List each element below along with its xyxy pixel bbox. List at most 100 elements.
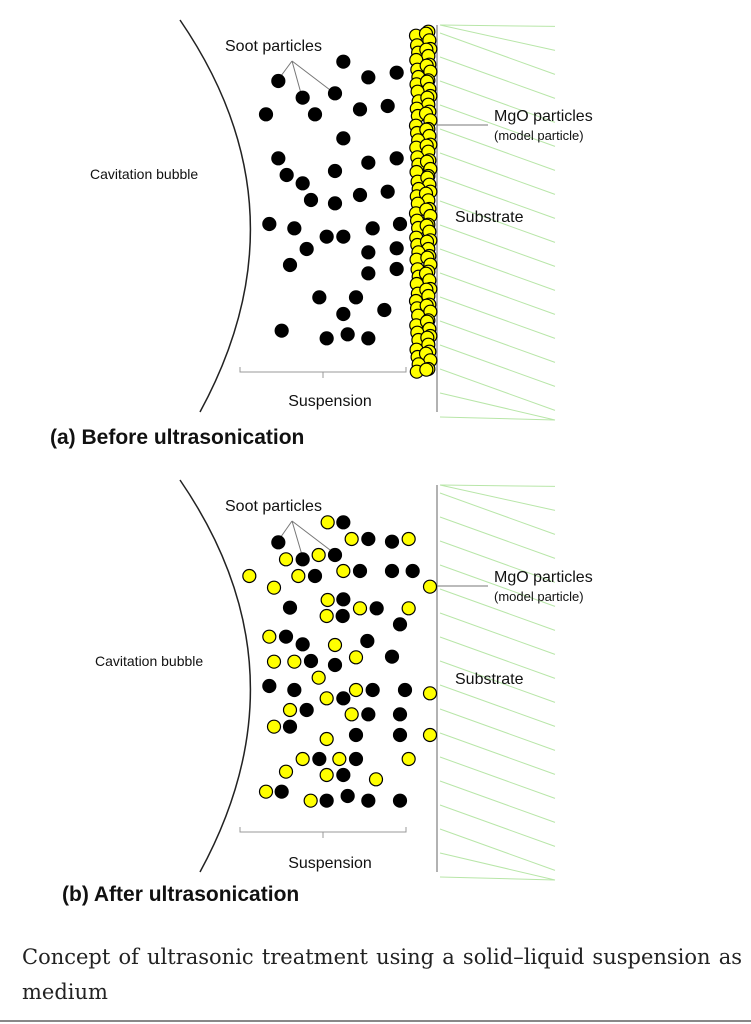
hatch-line [439,484,556,511]
hatch-line [439,344,556,387]
soot-particle [380,184,395,199]
hatch-line [439,732,556,775]
soot-particle [392,707,408,722]
soot-particle [271,151,286,166]
substrate-hatch [439,24,556,421]
soot-particle [380,98,395,114]
soot-particle [319,229,334,244]
soot-particle [262,678,277,694]
soot-particle [361,793,376,808]
soot-particle [295,637,310,652]
mgo-particle [282,702,298,718]
mgo-particle [422,727,438,743]
soot-particle [361,331,376,346]
soot-particle [361,155,376,170]
hatch-line [439,296,556,339]
soot-particle [336,229,351,244]
soot-particle [392,793,408,808]
panel-after: Soot particles MgO particles (model part… [62,479,593,906]
soot-particle [352,187,368,203]
hatch-line [439,828,556,871]
soot-particle [303,192,319,208]
bubble-label: Cavitation bubble [95,653,203,669]
soot-particle [327,657,343,673]
hatch-line [439,756,556,799]
hatch-line [439,128,556,171]
soot-particle [384,649,400,664]
soot-particle [352,102,368,117]
soot-particle [405,563,420,579]
soot-particle [279,167,294,183]
soot-particle [392,216,408,232]
soot-particle [392,727,408,743]
hatch-line [439,104,556,147]
suspension-label: Suspension [288,393,372,410]
soot-particle [319,331,334,346]
mgo-particle [348,650,364,665]
mgo-particle [320,515,335,530]
soot-particle [295,90,310,105]
hatch-line [439,780,556,823]
mgo-particle [287,654,302,669]
mgo-particle [419,362,434,377]
mgo-particle [319,767,334,783]
hatch-line [439,320,556,363]
soot-particle [312,290,327,305]
hatch-line [439,492,556,535]
substrate-label: Substrate [455,209,524,226]
mgo-particle [278,764,294,779]
substrate-label: Substrate [455,671,524,688]
soot-particle [336,306,351,322]
soot-particle [299,702,314,718]
soot-particle [271,73,286,89]
soot-particle [271,535,286,550]
hatch-line [439,80,556,123]
soot-particle [389,65,404,80]
soot-particle [340,788,355,804]
soot-particle [365,221,380,236]
mgo-particle [266,654,282,669]
hatch-line [439,392,556,421]
hatch-line [439,368,556,411]
suspension-bracket [239,367,407,378]
mgo-particle [262,629,277,644]
mgo-particle [320,592,335,608]
soot-particle [282,257,298,273]
mgo-particle [336,563,351,579]
hatch-line [439,32,556,75]
soot-particle [336,592,351,607]
mgo-particle [319,691,334,706]
mgo-particle [344,707,359,722]
soot-particle [361,707,376,722]
mgo-particle [242,568,257,584]
mgo-particle [332,751,347,767]
mgo-particle [401,751,416,767]
soot-particle [327,86,343,101]
soot-particle [319,793,334,808]
soot-particle [377,302,392,318]
hatch-line [439,200,556,243]
mgo-particle [352,601,368,616]
soot-particle [258,107,274,122]
soot-particle [392,617,408,632]
soot-particle [335,608,350,624]
mgo-particle [291,568,306,584]
mgo-particle [327,637,343,653]
soot-particle [274,323,289,338]
mgo-particle [303,793,318,808]
mgo-particle [422,686,438,701]
mgo-particle [311,547,326,563]
soot-particle [389,151,404,166]
soot-label: Soot particles [225,38,322,55]
soot-particle [384,534,400,549]
soot-leader-lines [277,520,488,587]
particles [242,515,438,808]
hatch-line [439,660,556,703]
soot-particle [336,515,351,530]
cavitation-bubble-wall [179,479,252,873]
soot-particle [369,601,384,616]
soot-particle [282,600,298,615]
soot-particle [336,131,351,146]
hatch-line [439,56,556,99]
